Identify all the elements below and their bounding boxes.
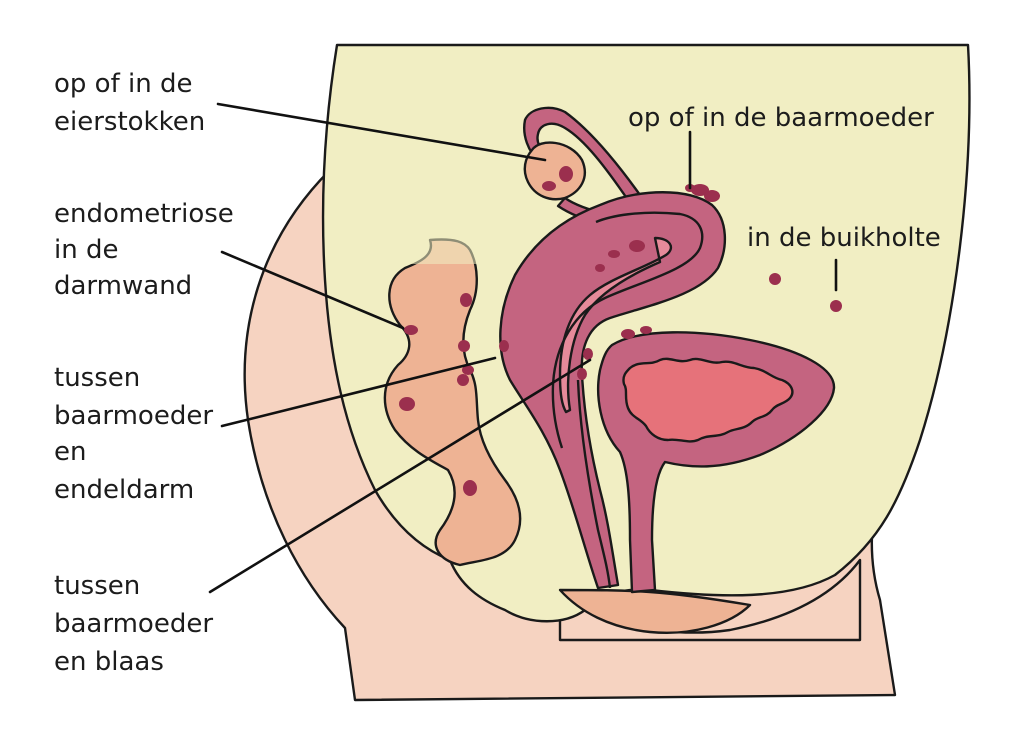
- uterine-wall-line: [551, 211, 704, 449]
- lesion-abdomen-1: [769, 273, 781, 285]
- lesion-pouch-3: [640, 326, 652, 334]
- label-abdominal-cavity-line-1: in de buikholte: [747, 223, 941, 253]
- rectum-fade: [395, 236, 490, 264]
- lesion-ovary-2: [542, 181, 556, 191]
- lesion-pouch-4: [583, 348, 593, 360]
- lesion-uterus-top-2: [704, 190, 720, 202]
- label-ovaries-line-2: eierstokken: [54, 107, 205, 137]
- label-uterus-rectum-line-1: tussen: [54, 363, 140, 393]
- label-bowel-wall-line-1: endometriose: [54, 199, 234, 229]
- lesion-bowel-7: [463, 480, 477, 496]
- label-on-uterus-line-1: op of in de baarmoeder: [628, 103, 934, 133]
- endometriosis-lesions: [399, 166, 842, 496]
- label-ovaries-line-1: op of in de: [54, 69, 192, 99]
- rectum: [383, 238, 522, 567]
- lesion-bowel-6: [399, 397, 415, 411]
- lesion-bowel-5: [457, 374, 469, 386]
- label-on-uterus: op of in de baarmoeder: [628, 103, 934, 133]
- bladder-inner: [622, 357, 794, 443]
- lesion-uterus-inner-3: [595, 264, 605, 272]
- lesion-ovary-1: [559, 166, 573, 182]
- label-uterus-bladder-line-1: tussen: [54, 571, 140, 601]
- lesion-pouch-2: [621, 329, 635, 339]
- label-bowel-wall-line-3: darmwand: [54, 271, 192, 301]
- leader-uterus-bladder: [208, 358, 592, 594]
- label-uterus-bladder-line-3: en blaas: [54, 647, 164, 677]
- ovary: [523, 141, 587, 201]
- label-uterus-bladder-line-2: baarmoeder: [54, 609, 213, 639]
- lesion-bowel-1: [460, 293, 472, 307]
- uterine-cavity: [558, 236, 673, 414]
- lesion-bowel-3: [458, 340, 470, 352]
- label-uterus-rectum-line-2: baarmoeder: [54, 401, 213, 431]
- leader-ovaries: [216, 102, 547, 162]
- lesion-abdomen-2: [830, 300, 842, 312]
- label-abdominal-cavity: in de buikholte: [747, 223, 941, 253]
- label-uterus-rectum-line-3: en: [54, 437, 86, 467]
- vaginal-canal: [576, 379, 612, 589]
- leader-bowel-wall: [220, 250, 405, 330]
- perineal-tissue: [558, 588, 752, 634]
- lesion-pouch-5: [577, 368, 587, 380]
- label-bowel-wall-line-2: in de: [54, 235, 118, 265]
- lesion-uterus-top-1: [691, 184, 709, 196]
- label-uterus-rectum-line-4: endeldarm: [54, 475, 194, 505]
- lesion-pouch-1: [499, 340, 509, 352]
- label-ovaries: op of in de eierstokken: [54, 69, 205, 137]
- label-bowel-wall: endometriose in de darmwand: [54, 199, 242, 301]
- leader-lines: [208, 102, 838, 594]
- lesion-uterus-inner-1: [629, 240, 645, 252]
- leader-uterus-rectum: [220, 356, 497, 428]
- lesion-bowel-2: [404, 325, 418, 335]
- label-uterus-rectum: tussen baarmoeder en endeldarm: [54, 363, 221, 505]
- label-uterus-bladder: tussen baarmoeder en blaas: [54, 571, 221, 677]
- lesion-bowel-4: [462, 365, 474, 375]
- lesion-uterus-inner-2: [608, 250, 620, 258]
